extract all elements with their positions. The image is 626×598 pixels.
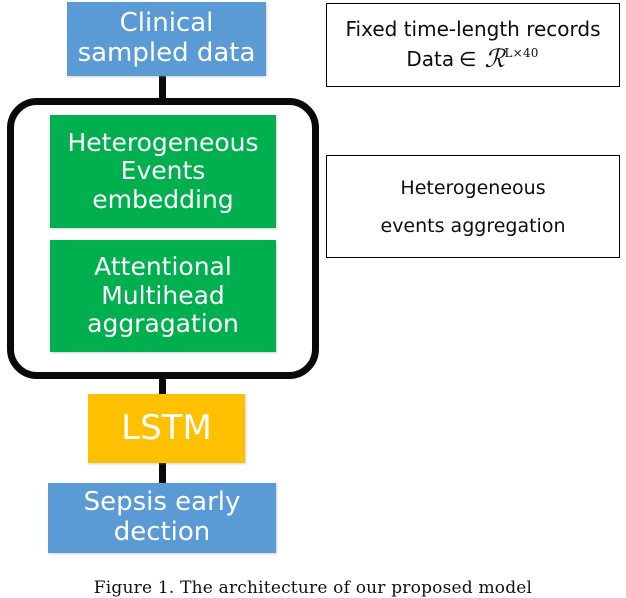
clinical-sampled-data-line-2: sampled data [77,38,256,68]
clinical-sampled-data-block[interactable]: Clinical sampled data [67,2,266,76]
embedding-line-2: Events [120,156,206,186]
lstm-block[interactable]: LSTM [88,394,245,463]
figure-caption: Figure 1. The architecture of our propos… [93,578,533,598]
formula-lhs: Data [406,46,455,71]
heterogeneous-events-module-frame[interactable] [7,98,319,379]
connector-module-to-lstm [159,372,166,400]
sepsis-line-2: dection [113,517,211,547]
heterogeneous-events-embedding-block[interactable]: Heterogeneous Events embedding [50,115,276,228]
element-of-icon: ∈ [459,46,477,71]
attentional-multihead-aggragation-block[interactable]: Attentional Multihead aggragation [50,240,276,352]
lstm-label: LSTM [121,408,212,449]
real-space-symbol: ℛ [484,43,505,73]
sepsis-early-dection-block[interactable]: Sepsis early dection [48,483,276,553]
fixed-time-length-records-note: Fixed time-length records Data ∈ ℛ L×40 [326,3,620,87]
connector-input-to-module [159,70,166,104]
aggragation-line-3: aggragation [87,309,239,339]
formula-superscript: L×40 [504,45,539,60]
aggragation-line-2: Multihead [101,280,225,310]
note-aggregation-line-1: Heterogeneous [400,176,546,199]
embedding-line-3: embedding [92,184,234,214]
data-space-formula: Data ∈ ℛ L×40 [406,42,539,73]
note-aggregation-line-2: events aggregation [380,214,566,237]
sepsis-line-1: Sepsis early [83,487,241,518]
clinical-sampled-data-line-1: Clinical [119,8,214,39]
heterogeneous-events-aggregation-note: Heterogeneous events aggregation [326,155,620,258]
note-fixed-records-line-1: Fixed time-length records [345,16,601,41]
connector-lstm-to-output [159,458,166,488]
aggragation-line-1: Attentional [94,252,232,282]
embedding-line-1: Heterogeneous [67,127,259,157]
